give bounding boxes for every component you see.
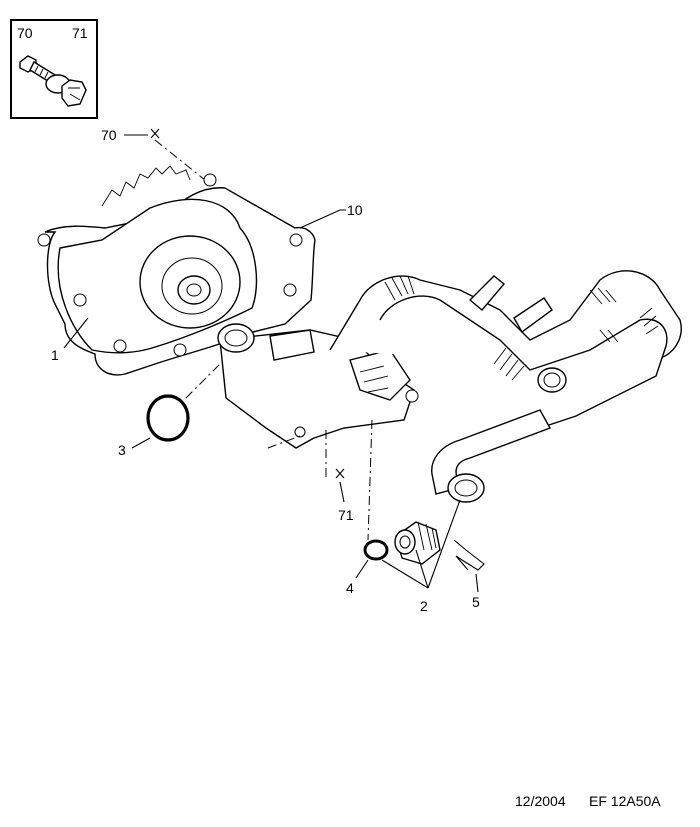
callout-5: 5 [472,573,480,610]
outlet-housing [217,323,419,541]
callout-1: 1 [51,317,89,363]
o-ring-3: 3 [118,351,233,458]
thermostat-2 [394,521,441,565]
callout-4: 4 [346,559,369,596]
svg-text:5: 5 [472,594,480,610]
svg-text:1: 1 [51,347,59,363]
svg-text:10: 10 [347,202,363,218]
svg-text:70: 70 [101,127,117,143]
diagram-reference: 12/2004 EF 12A50A [515,793,661,809]
reference-date: 12/2004 [515,793,566,809]
coolant-hoses [329,270,682,503]
fastener-inset-box: 70 71 [10,19,98,119]
seal-ring-4 [363,539,389,561]
retaining-clip-5 [453,539,485,571]
callout-10: 10 [299,202,363,229]
svg-text:4: 4 [346,580,354,596]
callout-2: 2 [381,499,461,614]
reference-code: EF 12A50A [589,793,661,809]
callout-71: 71 [335,468,354,523]
svg-text:3: 3 [118,442,126,458]
inset-label-71: 71 [72,25,88,41]
svg-text:2: 2 [420,598,428,614]
nut-icon [45,74,87,107]
svg-text:71: 71 [338,507,354,523]
inset-label-70: 70 [17,25,33,41]
